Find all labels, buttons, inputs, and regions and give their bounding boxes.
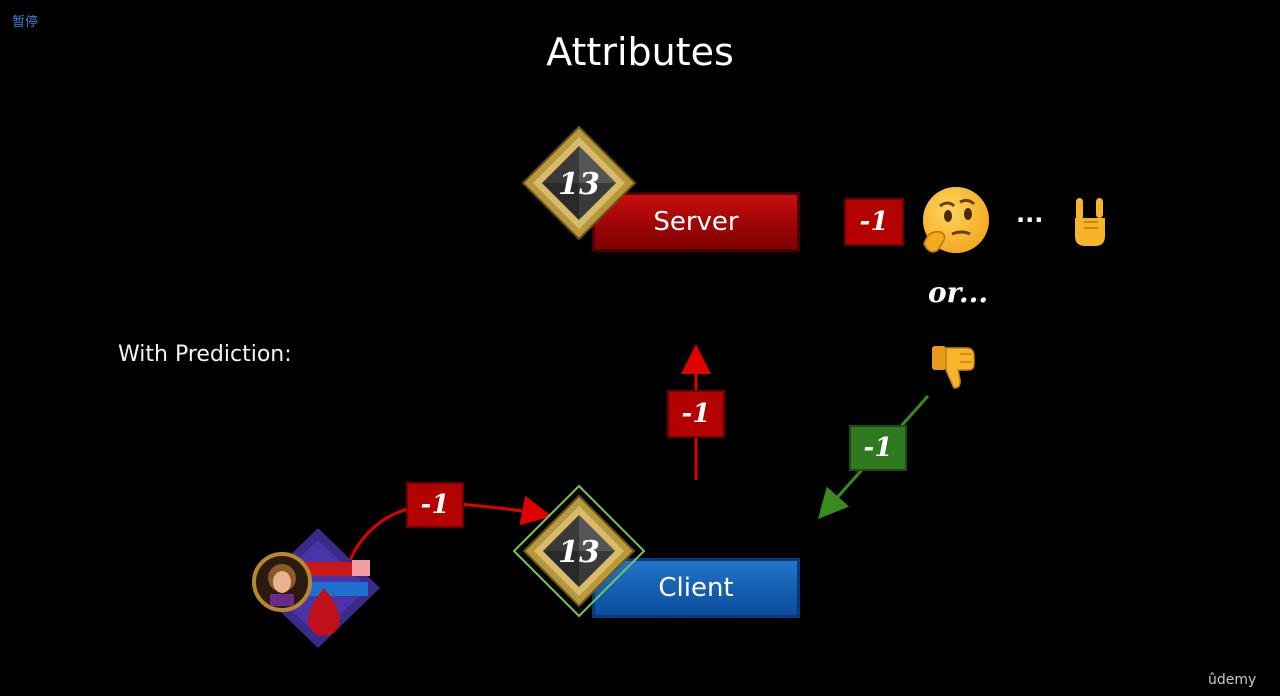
server-label: Server [653, 207, 739, 237]
server-to-client-delta: -1 [849, 425, 907, 471]
slide-title: Attributes [546, 30, 734, 74]
section-label: With Prediction: [118, 342, 292, 367]
server-attribute-value: 13 [558, 167, 600, 202]
client-attribute-gem-icon: 13 [512, 484, 646, 618]
or-text: or... [928, 276, 989, 309]
ability-icon [252, 528, 380, 648]
pause-label[interactable]: 暂停 [12, 15, 39, 30]
udemy-watermark: ûdemy [1208, 672, 1257, 688]
rock-on-hand-icon [1075, 198, 1105, 246]
client-attribute-value: 13 [558, 535, 600, 570]
server-incoming-delta: -1 [844, 198, 904, 246]
client-label: Client [658, 573, 734, 603]
server-attribute-gem-icon: 13 [521, 125, 637, 241]
thumbs-down-icon [932, 346, 975, 389]
ability-cast-delta: -1 [406, 482, 464, 528]
thinking-face-icon [923, 187, 989, 253]
ellipsis-text: ... [1016, 200, 1044, 228]
server-box: Server [592, 192, 800, 252]
client-to-server-delta: -1 [667, 390, 725, 438]
